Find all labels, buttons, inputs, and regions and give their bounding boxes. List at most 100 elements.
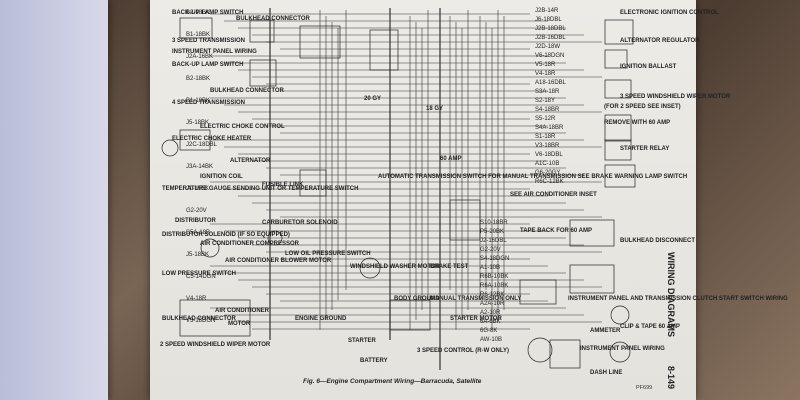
wire-code: G6-20GY [535, 170, 560, 176]
right-component-label: INSTRUMENT PANEL WIRING [580, 346, 665, 352]
wire-code: S5A-18B [186, 230, 210, 236]
wire-code: V5-18R [535, 62, 556, 68]
wire-code: J2B-14R [535, 8, 559, 14]
center-labels: BULKHEAD CONNECTOR FUSIBLE LINK CARBURETOR… [236, 16, 687, 364]
center-component-label: ENGINE GROUND [295, 316, 347, 322]
component-box [249, 59, 277, 87]
right-component-label: IGNITION BALLAST [620, 64, 677, 70]
wire-code: V3-18DGN [186, 318, 215, 324]
left-component-label: DISTRIBUTOR [175, 218, 217, 224]
wire-code: B1-18BK [186, 98, 210, 104]
left-component-label: AIR CONDITIONER BLOWER MOTOR [225, 258, 332, 264]
wire-code-labels: B2-18BK B1-18BK J2A-16BK B2-18BK B1-18BK J5-1… [186, 8, 567, 343]
left-component-label: ELECTRIC CHOKE HEATER [172, 136, 252, 142]
center-component-label: AUTOMATIC TRANSMISSION SWITCH FOR MANUAL… [378, 174, 687, 180]
wire-code: S3A-18R [535, 89, 560, 95]
component-box [569, 219, 615, 247]
wire-code: R6-12BK [480, 292, 504, 298]
wire-code: J2D-18W [535, 44, 560, 50]
wire-code: S4A-18BR [535, 125, 564, 131]
center-component-label: CARBURETOR SOLENOID [262, 220, 338, 226]
center-component-label: BODY GROUND [394, 296, 440, 302]
center-component-label: MANUAL TRANSMISSION ONLY [430, 296, 521, 302]
wire-code: B2-18BK [186, 76, 210, 82]
component-symbol [610, 305, 630, 325]
component-box [604, 49, 628, 69]
left-component-label: LOW PRESSURE SWITCH [162, 271, 236, 277]
wire-code: J2C-18DBL [186, 142, 218, 148]
component-symbol [267, 230, 283, 246]
wire-code: J5-18BK [186, 252, 209, 258]
center-component-label: STARTER MOTOR [450, 316, 502, 322]
wire-code: J2A-16BK [186, 54, 213, 60]
wire-code: B1-18BK [186, 32, 210, 38]
center-component-label: BATTERY [360, 358, 388, 364]
component-box [179, 17, 213, 39]
wire-code: J5-18BK [186, 120, 209, 126]
wire-code: S2-18Y [535, 98, 555, 104]
component-box [569, 264, 615, 294]
left-component-label: TEMPERATURE GAUGE SENDING UNIT OR TEMPER… [162, 186, 358, 192]
center-component-label: LOW OIL PRESSURE SWITCH [285, 251, 371, 257]
right-component-label: CLIP & TAPE 60 AMP [620, 324, 680, 330]
center-component-label: FUSIBLE LINK [262, 182, 304, 188]
wire-code: B2-18BK [186, 10, 210, 16]
wire-code: R6A-10BK [480, 283, 508, 289]
part-number: PF699 [636, 385, 653, 391]
wire-code: J6-18DBL [535, 17, 562, 23]
figure-caption: Fig. 6—Engine Compartment Wiring—Barracu… [303, 378, 482, 385]
component-box [604, 164, 636, 188]
wire-code: J2B-18DBL [535, 26, 566, 32]
wire-code: A18-16DBL [535, 80, 567, 86]
component-symbol [527, 337, 553, 363]
component-symbol [200, 238, 220, 258]
right-component-label: STARTER RELAY [620, 146, 669, 152]
page-number: 8-149 [666, 366, 676, 390]
left-component-label: BACK-UP LAMP SWITCH [172, 10, 243, 16]
component-box [604, 139, 632, 161]
center-component-label: BULKHEAD CONNECTOR [236, 16, 311, 22]
wire-code: S4-18BR [535, 107, 560, 113]
left-component-label: BACK-UP LAMP SWITCH [172, 62, 243, 68]
right-component-label: TAPE BACK FOR 60 AMP [520, 228, 592, 234]
wire-code: A1-10B [480, 265, 500, 271]
wire-code: S4-18DGN [480, 256, 509, 262]
left-component-label: BULKHEAD CONNECTOR [162, 316, 237, 322]
component-box [519, 279, 557, 305]
wire-code: J2-16DBL [480, 238, 507, 244]
left-component-label: 2 SPEED WINDSHIELD WIPER MOTOR [160, 342, 271, 348]
wire-code: J3A-14BK [186, 164, 213, 170]
wire-code: V6-18DGN [535, 53, 564, 59]
component-box [604, 19, 634, 45]
component-box [549, 339, 581, 369]
left-component-label: ELECTRIC CHOKE CONTROL [200, 124, 285, 130]
component-symbol [161, 139, 179, 157]
component-box [179, 299, 251, 337]
center-component-label: 20 GY [364, 96, 381, 102]
center-component-label: WINDSHIELD WASHER MOTOR [350, 264, 441, 270]
component-box [179, 129, 211, 151]
wire-code: J1-16BK [186, 186, 209, 192]
center-component-label: BRAKE TEST [430, 264, 469, 270]
left-component-label: 4 SPEED TRANSMISSION [172, 100, 245, 106]
wire-code: R6B-10BK [480, 274, 508, 280]
left-component-label: INSTRUMENT PANEL WIRING [172, 49, 257, 55]
wire-code: V3-18BR [535, 143, 560, 149]
right-component-label: AMMETER [590, 328, 621, 334]
right-component-label: ALTERNATOR REGULATOR [620, 38, 700, 44]
center-component-label: 60 AMP [440, 156, 461, 162]
wire-code: 6G-8K [480, 328, 497, 334]
right-component-label: (FOR 2 SPEED SEE INSET) [604, 104, 681, 110]
left-component-label: AIR CONDITIONER COMPRESSOR [200, 241, 300, 247]
component-box [369, 29, 399, 71]
wire-code: V4-18R [186, 296, 207, 302]
wire-code: S1-18R [535, 134, 556, 140]
wire-code: G2-20V [480, 247, 501, 253]
component-box [449, 199, 481, 241]
component-group [161, 17, 636, 369]
left-component-label: BULKHEAD CONNECTOR [210, 88, 285, 94]
component-symbol [609, 341, 631, 363]
right-component-label: 3 SPEED WINDSHIELD WIPER MOTOR [620, 94, 731, 100]
